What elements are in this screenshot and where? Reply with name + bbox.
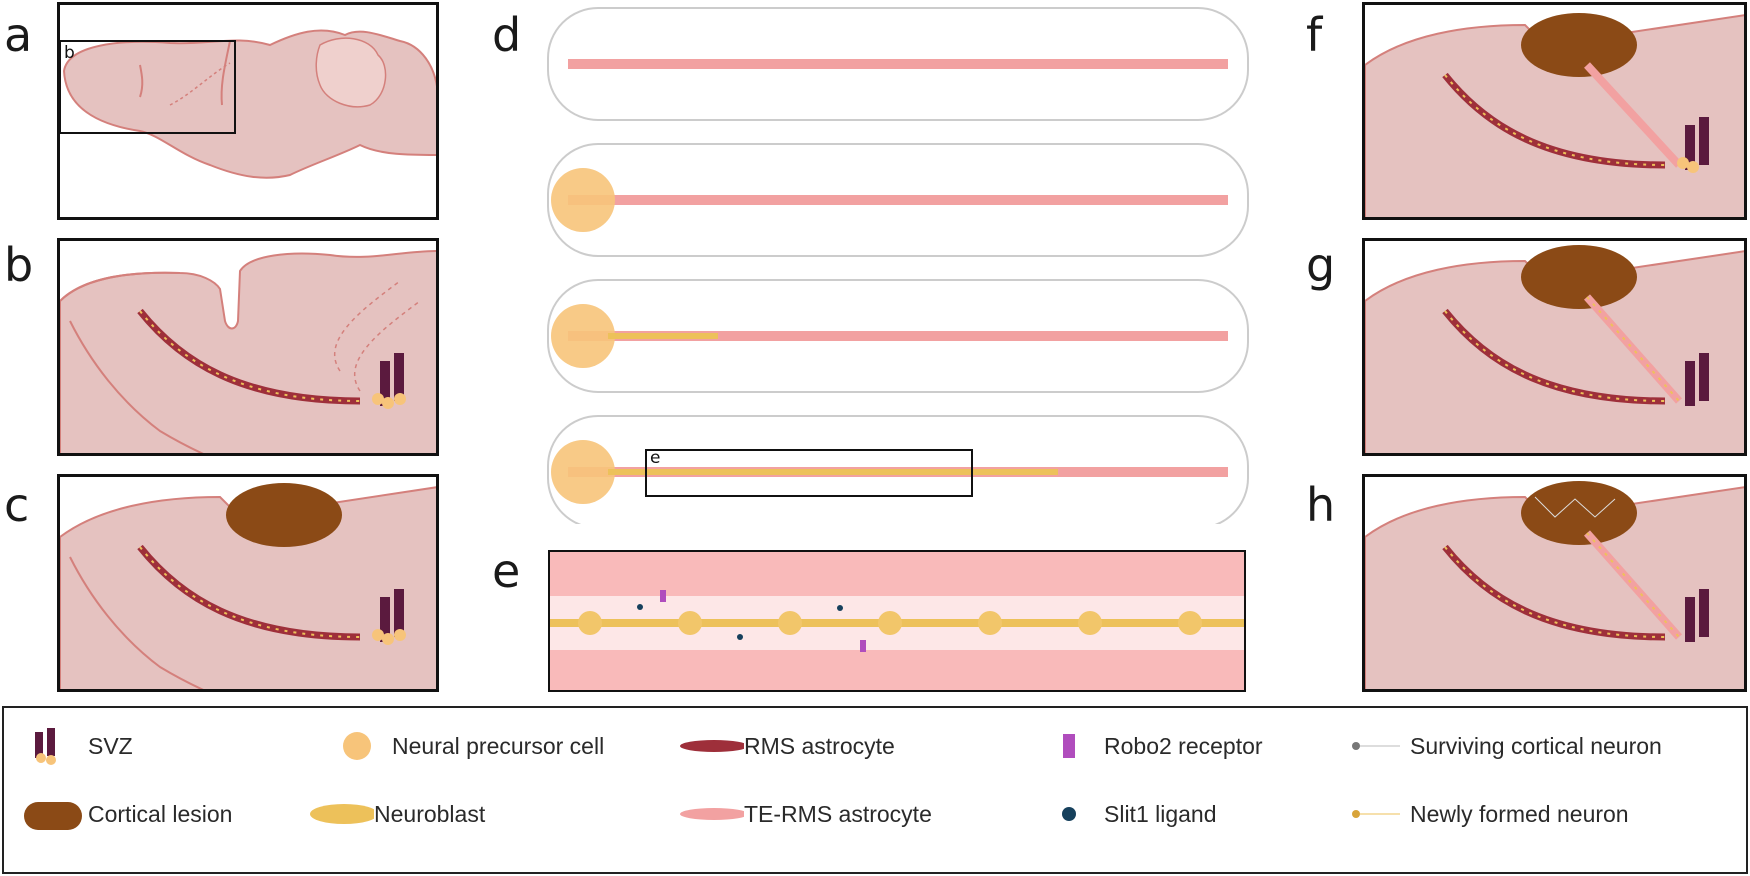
te-rms-astrocyte-icon bbox=[680, 808, 744, 820]
implant-brain-illustration bbox=[1365, 13, 1744, 217]
lesion-icon bbox=[24, 802, 82, 830]
panel-f-te-rms-implant bbox=[1362, 2, 1747, 220]
integration-brain-illustration bbox=[1365, 481, 1744, 689]
legend-item-neuroblast: Neuroblast bbox=[304, 794, 485, 834]
legend-item-lesion: Cortical lesion bbox=[18, 794, 232, 834]
panel-e-detail bbox=[548, 550, 1246, 692]
panel-g-migration bbox=[1362, 238, 1747, 456]
legend-item-precursor: Neural precursor cell bbox=[322, 726, 604, 766]
legend-item-new-neuron: Newly formed neuron bbox=[1340, 794, 1629, 834]
lesion-brain-illustration bbox=[60, 483, 436, 689]
rms-pathway bbox=[137, 308, 361, 405]
astrocyte-layer-bottom bbox=[550, 650, 1244, 690]
panel-d-tubes bbox=[547, 7, 1249, 524]
panel-label-h: h bbox=[1306, 478, 1336, 532]
rms-brain-illustration bbox=[60, 250, 436, 453]
cortical-lesion bbox=[226, 483, 342, 547]
panel-label-c: c bbox=[4, 478, 30, 532]
panel-a-brain: b bbox=[57, 2, 439, 220]
panel-label-f: f bbox=[1306, 8, 1323, 62]
legend-item-te-rms-astrocyte: TE-RMS astrocyte bbox=[674, 794, 932, 834]
te-rms-detail bbox=[550, 552, 1244, 690]
panel-label-g: g bbox=[1306, 238, 1336, 292]
slit1-icon bbox=[1062, 807, 1076, 821]
new-neuron-icon bbox=[1352, 810, 1360, 818]
legend-item-surviving-neuron: Surviving cortical neuron bbox=[1340, 726, 1662, 766]
tube-3 bbox=[547, 279, 1249, 393]
panel-label-a: a bbox=[4, 8, 33, 62]
inset-label-e: e bbox=[650, 448, 661, 468]
svz-icon bbox=[35, 732, 43, 758]
robo2-icon bbox=[1063, 734, 1075, 758]
panel-c-lesion bbox=[57, 474, 439, 692]
cerebellum-shape bbox=[315, 37, 387, 108]
inset-box-b bbox=[60, 40, 236, 134]
panel-h-integration bbox=[1362, 474, 1747, 692]
legend-item-rms-astrocyte: RMS astrocyte bbox=[674, 726, 895, 766]
surviving-neuron-icon bbox=[1352, 742, 1360, 750]
astrocyte-layer-top bbox=[550, 552, 1244, 596]
legend-item-slit1: Slit1 ligand bbox=[1034, 794, 1217, 834]
brain-tissue bbox=[60, 250, 436, 453]
sagittal-brain-illustration bbox=[60, 29, 436, 179]
tube-1 bbox=[547, 7, 1249, 121]
inset-box-e bbox=[645, 449, 973, 497]
migration-brain-illustration bbox=[1365, 245, 1744, 453]
panel-b-rms bbox=[57, 238, 439, 456]
rms-astrocyte-icon bbox=[680, 740, 744, 752]
tube-4 bbox=[547, 415, 1249, 524]
panel-label-d: d bbox=[492, 8, 522, 62]
neuron-network bbox=[1534, 496, 1616, 518]
precursor-icon bbox=[343, 732, 371, 760]
panel-label-e: e bbox=[492, 544, 521, 598]
legend-item-robo2: Robo2 receptor bbox=[1034, 726, 1263, 766]
legend: SVZ Neural precursor cell RMS astrocyte … bbox=[2, 706, 1748, 874]
legend-item-svz: SVZ bbox=[18, 726, 133, 766]
neuroblast-icon bbox=[310, 804, 374, 824]
cerebrum-shape bbox=[62, 29, 436, 179]
tube-2 bbox=[547, 143, 1249, 257]
inset-label-b: b bbox=[64, 43, 75, 63]
te-rms-implant bbox=[1584, 62, 1682, 168]
panel-label-b: b bbox=[4, 238, 34, 292]
svz-icon bbox=[380, 361, 390, 406]
